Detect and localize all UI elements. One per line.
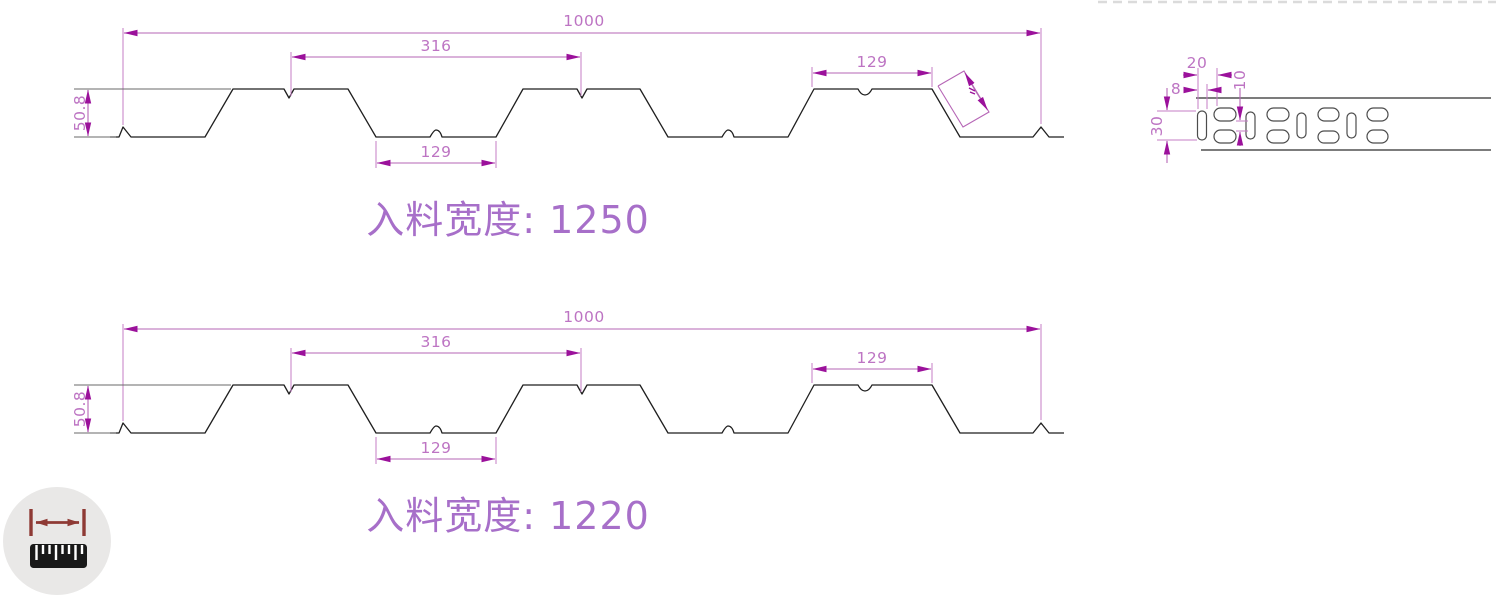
dim-label-strip-height: 30 [1148,116,1166,137]
dim-label-module-width: 316 [420,37,451,55]
dim-overall-width: 1000 [122,12,1042,125]
dim-label-module-width: 316 [420,333,451,351]
profile-outline [109,88,1065,138]
dim-label-slot-pitch: 20 [1187,54,1208,72]
dim-label-valley-width: 129 [420,143,451,161]
dim-profile-height: 50.8 [71,384,231,434]
slope-thickness-callout [937,70,990,128]
dim-label-valley-width: 129 [420,439,451,457]
dim-label-crest-width: 129 [856,349,887,367]
perforation-slots [1196,110,1357,141]
feed-width-label: 入料宽度: 1250 [366,198,650,242]
dim-label-row-gap: 10 [1231,70,1249,91]
measure-tool-button[interactable] [3,487,111,595]
feed-width-label: 入料宽度: 1220 [366,494,650,538]
dim-overall-width: 1000 [122,308,1042,421]
edge-detail-drawing: 30 20 8 10 [1148,54,1491,163]
dim-valley-width: 129 [375,437,497,464]
ruler-measure-icon [29,509,87,568]
bottom-profile-drawing: 1000 316 129 129 50. [71,308,1065,538]
icon-circle [3,487,111,595]
dim-label-overall-width: 1000 [563,12,604,30]
dim-label-profile-height: 50.8 [71,391,89,428]
profile-outline [109,384,1065,434]
dim-row-gap: 10 [1231,70,1249,146]
dim-strip-height: 30 [1148,88,1197,163]
dim-label-profile-height: 50.8 [71,95,89,132]
callout-tick-mark [968,87,976,95]
dim-label-overall-width: 1000 [563,308,604,326]
dim-label-slot-width: 8 [1171,80,1181,98]
dim-crest-width: 129 [811,53,933,87]
dim-crest-width: 129 [811,349,933,383]
perforation-ovals [1213,107,1389,144]
dim-module-width: 316 [290,333,582,392]
dim-profile-height: 50.8 [71,88,231,138]
dim-slot-width: 8 [1171,80,1222,109]
dim-module-width: 316 [290,37,582,96]
dim-label-crest-width: 129 [856,53,887,71]
dim-valley-width: 129 [375,141,497,168]
top-profile-drawing: 1000 316 129 129 50. [71,12,1065,242]
dim-slot-pitch: 20 [1183,54,1232,109]
